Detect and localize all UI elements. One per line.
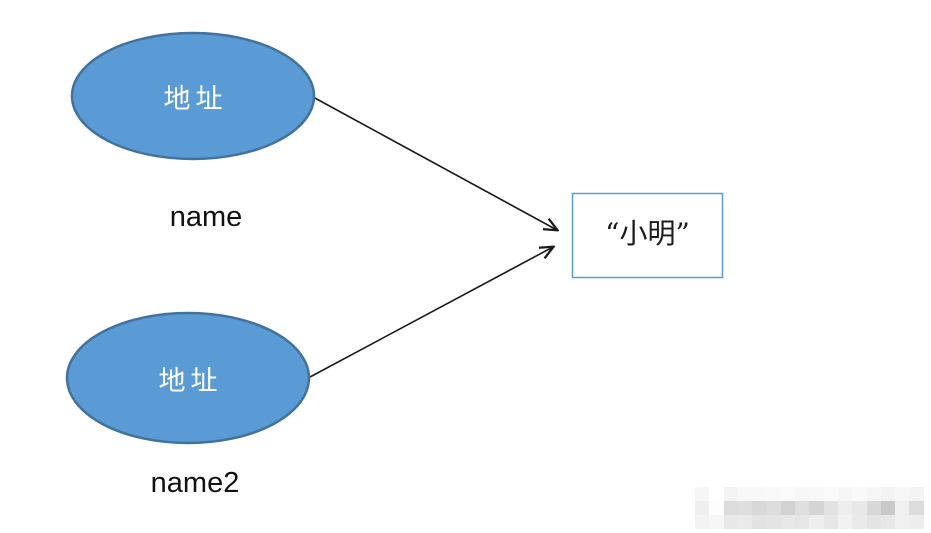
watermark-pixel (909, 515, 924, 529)
watermark-pixel (837, 515, 853, 529)
watermark-pixel (780, 487, 796, 501)
watermark-pixel (752, 501, 767, 515)
watermark-pixel (695, 487, 710, 501)
watermark-pixel (766, 515, 781, 529)
watermark-pixel (737, 515, 753, 529)
watermark-pixel (837, 501, 853, 515)
watermark-pixel (895, 515, 910, 529)
watermark-pixel (909, 501, 924, 515)
watermark-pixel (809, 487, 824, 501)
watermark-pixel (852, 501, 867, 515)
watermark-pixel (766, 487, 781, 501)
watermark-mosaic (695, 487, 924, 529)
watermark-pixel (795, 515, 810, 529)
watermark-pixel (823, 501, 838, 515)
node1-caption: name (169, 200, 243, 233)
watermark-pixel (852, 487, 867, 501)
watermark-pixel (709, 515, 724, 529)
watermark-pixel (909, 487, 924, 501)
watermark-pixel (709, 501, 724, 515)
watermark-pixel (723, 515, 738, 529)
address-node-2-label: 地址 (158, 365, 223, 397)
watermark-pixel (780, 501, 796, 515)
watermark-pixel (866, 501, 881, 515)
watermark-pixel (723, 501, 738, 515)
watermark-pixel (766, 501, 781, 515)
watermark-pixel (809, 515, 824, 529)
watermark-pixel (695, 515, 710, 529)
node2-caption: name2 (150, 466, 240, 499)
watermark-pixel (895, 487, 910, 501)
watermark-pixel (880, 515, 896, 529)
address-node-2-shape (65, 311, 311, 445)
address-node-1-shape (70, 31, 316, 161)
address-node-1-label: 地址 (163, 83, 228, 115)
watermark-pixel (866, 515, 881, 529)
value-box-shape (571, 192, 724, 279)
watermark-pixel (695, 501, 710, 515)
watermark-pixel (880, 487, 896, 501)
value-box-label: “小明” (605, 217, 690, 250)
watermark-pixel (895, 501, 910, 515)
watermark-pixel (737, 487, 753, 501)
watermark-pixel (880, 501, 896, 515)
watermark-pixel (852, 515, 867, 529)
watermark-pixel (780, 515, 796, 529)
watermark-pixel (723, 487, 738, 501)
arrow-from-name2 (309, 247, 553, 378)
watermark-pixel (737, 501, 753, 515)
arrow-from-name (312, 96, 557, 230)
watermark-pixel (866, 487, 881, 501)
watermark-pixel (795, 487, 810, 501)
watermark-pixel (795, 501, 810, 515)
watermark-pixel (752, 487, 767, 501)
watermark-pixel (809, 501, 824, 515)
watermark-pixel (823, 487, 838, 501)
watermark-pixel (752, 515, 767, 529)
watermark-pixel (709, 487, 724, 501)
watermark-pixel (823, 515, 838, 529)
watermark-pixel (837, 487, 853, 501)
